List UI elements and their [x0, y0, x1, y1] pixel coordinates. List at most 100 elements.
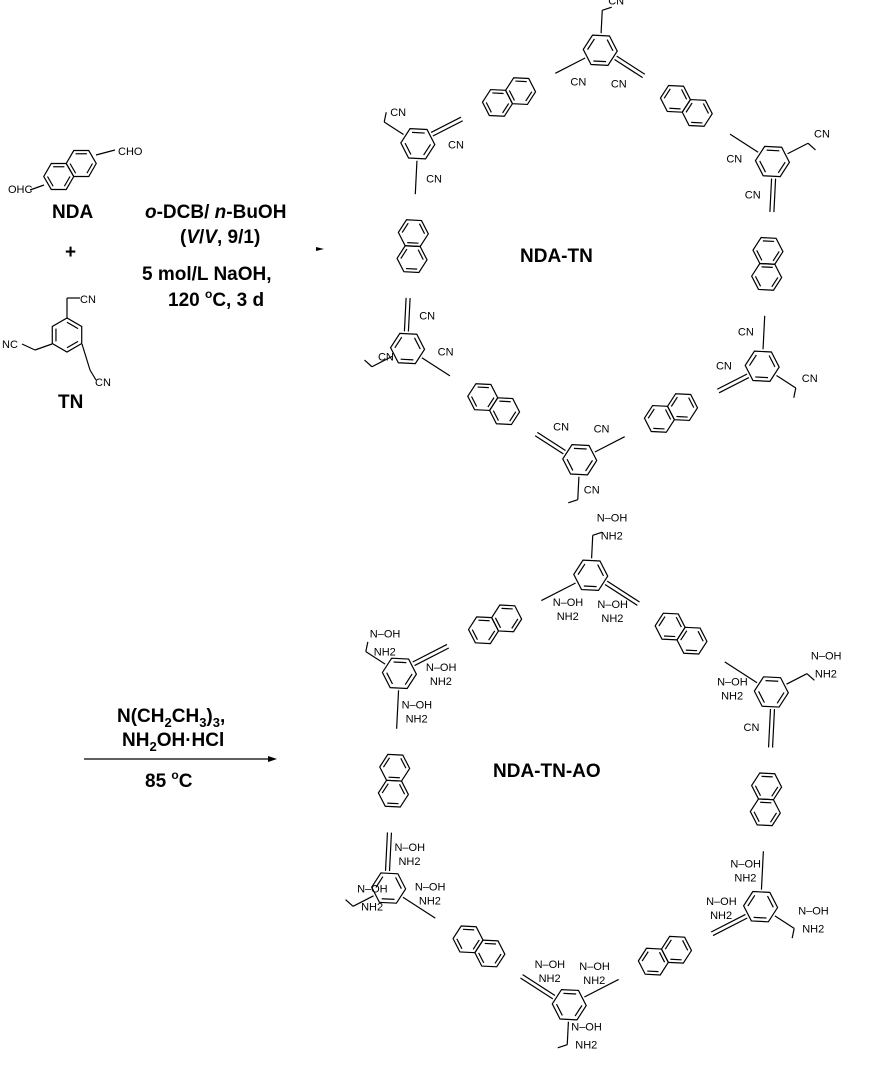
aromatic-bond	[754, 785, 762, 797]
aromatic-bond	[555, 1003, 563, 1016]
pendant-bond	[383, 121, 404, 136]
pendant-bond	[352, 895, 374, 907]
vinylene-double-bond	[534, 435, 564, 455]
aromatic-bond	[680, 630, 688, 641]
oxime-label: N–OH	[357, 883, 388, 895]
vinylene-double-bond	[412, 643, 448, 663]
aromatic-bond	[488, 630, 496, 641]
vinylene-bond	[716, 373, 748, 390]
aromatic-bond	[478, 952, 485, 964]
pendant-bond	[371, 355, 393, 368]
aromatic-bond	[472, 939, 480, 950]
amine-label: NH2	[419, 896, 441, 908]
amine-label: NH2	[575, 1040, 597, 1052]
aromatic-bond	[765, 679, 779, 682]
nitrile-label: CN	[448, 139, 464, 151]
step1-base: 5 mol/L NaOH,	[142, 264, 272, 285]
aromatic-bond	[499, 400, 511, 403]
aromatic-bond	[508, 90, 516, 101]
nda-tn-ao-label: NDA-TN-AO	[493, 761, 601, 782]
aromatic-bond	[606, 39, 614, 52]
aromatic-bond	[762, 240, 775, 243]
aromatic-bond	[675, 616, 682, 628]
nitrile-label: CN	[570, 77, 586, 89]
vinylene-bond	[402, 896, 436, 919]
aromatic-bond	[772, 251, 780, 262]
benzene-ring	[562, 443, 598, 476]
methyl-bond	[365, 641, 369, 652]
nda-label: NDA	[52, 202, 93, 223]
amine-label: NH2	[815, 669, 837, 681]
aromatic-bond	[566, 458, 574, 471]
nitrile-label: CN	[584, 485, 600, 497]
aromatic-bond	[664, 939, 672, 950]
nitrile-label: CN	[716, 361, 732, 373]
vinylene-bond	[432, 120, 464, 137]
naphthalene-ring	[654, 612, 708, 655]
nda-ohc-label: OHC	[8, 184, 33, 196]
aromatic-bond	[755, 376, 769, 379]
benzene-ring	[754, 145, 791, 178]
aromatic-bond	[766, 149, 780, 152]
aromatic-bond	[776, 692, 785, 704]
vinylene-bond	[555, 57, 586, 74]
vinylene-bond	[414, 160, 418, 195]
aromatic-bond	[681, 89, 688, 100]
amine-label: NH2	[374, 647, 396, 659]
benzene-icon	[51, 317, 83, 353]
aromatic-bond	[647, 408, 655, 419]
naphthalene-ring	[396, 219, 430, 274]
oxime-label: N–OH	[426, 662, 457, 674]
step1-arrow	[316, 247, 324, 251]
aromatic-bond	[593, 60, 607, 63]
aromatic-bond	[748, 354, 757, 366]
aromatic-bond	[400, 757, 407, 769]
benzene-ring	[389, 332, 426, 365]
aromatic-bond	[688, 397, 695, 408]
aromatic-bond	[492, 410, 499, 421]
nitrile-label: CN	[378, 352, 394, 364]
methyl-bond	[807, 142, 816, 151]
amine-label: NH2	[802, 923, 824, 935]
naphthalene-ring	[676, 626, 708, 655]
step1-ratio: (V/V, 9/1)	[180, 227, 260, 248]
aromatic-bond	[756, 250, 763, 261]
aromatic-bond	[417, 249, 424, 260]
bond	[21, 343, 36, 351]
step1-temperature: 120 oC, 3 d	[168, 287, 264, 311]
methyl-bond	[383, 112, 387, 123]
vinylene-bond	[710, 913, 746, 933]
aromatic-bond	[387, 802, 399, 805]
aromatic-bond	[760, 801, 772, 804]
pendant-bond	[774, 915, 795, 929]
naphthalene-ring	[643, 404, 676, 433]
aromatic-bond	[66, 340, 79, 349]
tn-cn-label-bottom: CN	[95, 377, 111, 389]
oxime-label: N–OH	[730, 859, 761, 871]
bond	[29, 184, 45, 191]
vinylene-bond	[396, 690, 400, 729]
aromatic-bond	[477, 386, 489, 389]
vinylene-double-bond	[430, 116, 462, 133]
oxime-label: N–OH	[811, 651, 842, 663]
aromatic-bond	[682, 940, 689, 951]
vinylene-bond	[421, 357, 451, 377]
step2-reagent: NH2OH·HCl	[122, 730, 224, 754]
vinylene-bond	[767, 708, 772, 748]
naphthalene-ring	[643, 393, 699, 433]
aromatic-bond	[478, 619, 490, 622]
bond	[81, 343, 91, 371]
aromatic-bond	[753, 916, 767, 919]
methyl-bond	[602, 6, 612, 11]
aromatic-bond	[747, 894, 756, 907]
nitrile-label: CN	[814, 128, 830, 140]
amine-label: NH2	[583, 975, 605, 987]
amine-label: NH2	[734, 873, 756, 885]
step2-temperature: 85 oC	[145, 768, 193, 792]
vinylene-double-bond	[606, 580, 640, 603]
vinylene-double-bond	[773, 178, 777, 213]
aromatic-bond	[381, 783, 389, 794]
aromatic-bond	[577, 563, 586, 575]
methyl-bond	[568, 499, 578, 504]
